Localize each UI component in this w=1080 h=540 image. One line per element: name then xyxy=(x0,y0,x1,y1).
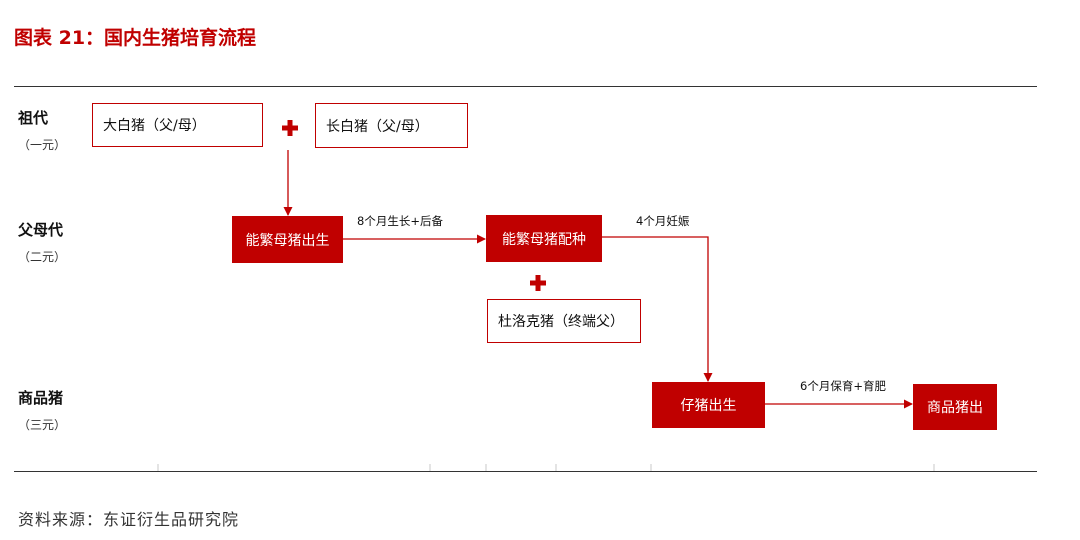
generation-cross-level: （三元） xyxy=(18,418,67,432)
generation-name: 父母代 xyxy=(18,221,64,239)
plus-icon xyxy=(282,120,298,136)
source-note: 资料来源：东证衍生品研究院 xyxy=(18,510,240,529)
bottom-rule xyxy=(14,471,1037,472)
node-market-pig-out: 商品猪出 xyxy=(913,384,997,430)
node-duroc-terminal-sire: 杜洛克猪（终端父） xyxy=(487,299,641,343)
edge-label-gestation: 4个月妊娠 xyxy=(636,214,690,228)
edge-label-growth: 8个月生长+后备 xyxy=(357,214,443,228)
plus-icon xyxy=(530,275,546,291)
generation-name: 商品猪 xyxy=(18,389,64,407)
node-landrace-pig: 长白猪（父/母） xyxy=(315,103,468,148)
figure-title: 图表 21：国内生猪培育流程 xyxy=(14,27,257,49)
node-large-white-pig: 大白猪（父/母） xyxy=(92,103,263,147)
node-breeding-sow-birth: 能繁母猪出生 xyxy=(232,216,343,263)
generation-label-commercial: 商品猪 （三元） xyxy=(18,388,88,434)
bottom-rule-ticks xyxy=(157,464,935,471)
node-breeding-sow-mating: 能繁母猪配种 xyxy=(486,215,602,262)
node-piglet-birth: 仔猪出生 xyxy=(652,382,765,428)
generation-cross-level: （二元） xyxy=(18,250,67,264)
generation-label-grandparent: 祖代 （一元） xyxy=(18,108,88,154)
top-rule xyxy=(14,86,1037,87)
generation-label-parent: 父母代 （二元） xyxy=(18,220,88,266)
generation-name: 祖代 xyxy=(18,109,49,127)
generation-cross-level: （一元） xyxy=(18,138,67,152)
edge-label-fattening: 6个月保育+育肥 xyxy=(800,379,886,393)
